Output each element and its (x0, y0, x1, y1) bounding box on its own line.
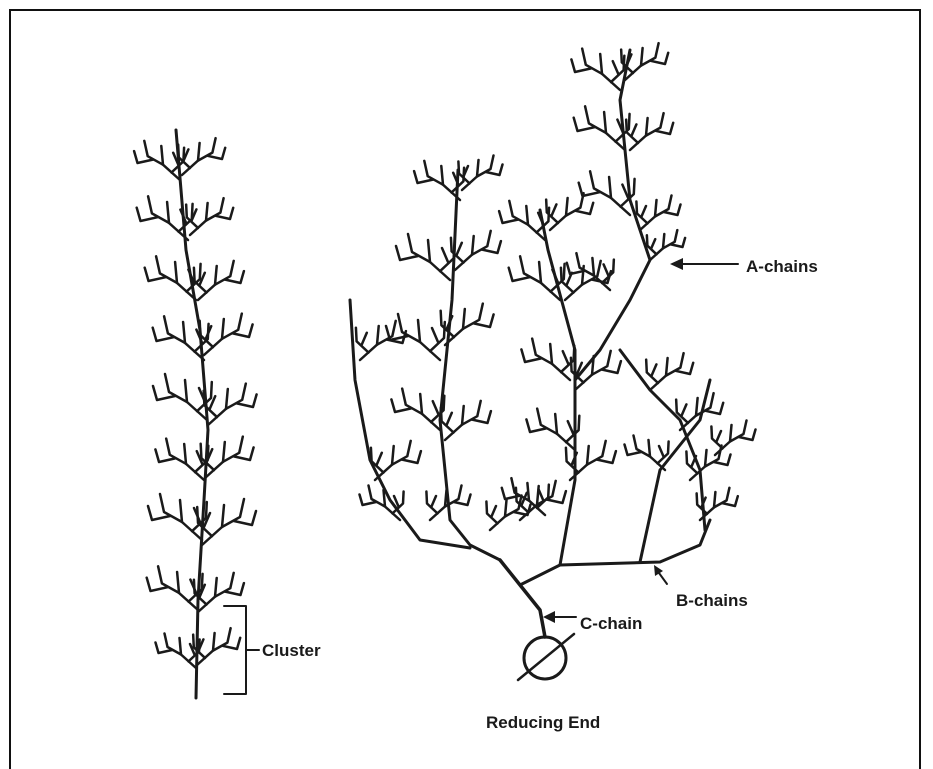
a-chain (659, 446, 664, 457)
a-chain (442, 248, 448, 262)
b-chains-arrow-line (659, 573, 667, 584)
a-chain (651, 239, 655, 248)
a-chain (632, 124, 637, 135)
a-chain (447, 413, 452, 425)
a-chain (566, 448, 579, 473)
a-chain (563, 351, 568, 364)
a-chain (642, 206, 647, 217)
reducing-end-label: Reducing End (486, 713, 600, 732)
a-chain (457, 243, 462, 255)
b-chain (440, 170, 500, 560)
b-chains-label: B-chains (676, 591, 748, 610)
a-chain (682, 404, 687, 415)
a-chain (492, 506, 497, 517)
cluster-label: Cluster (262, 641, 321, 660)
c-chain-label: C-chain (580, 614, 642, 633)
a-chain (432, 496, 437, 507)
c-chain-arrow-head (543, 611, 555, 623)
a-chain (356, 328, 369, 353)
a-chain (717, 431, 722, 442)
a-chain (552, 204, 557, 215)
a-chain (604, 264, 609, 275)
a-chain (613, 61, 618, 74)
a-chain (646, 360, 658, 383)
b-chain (520, 520, 710, 585)
a-chains-label: A-chains (746, 257, 818, 276)
b-chains-arrow-head (654, 565, 663, 576)
b-chain (620, 350, 705, 530)
annotations (224, 258, 738, 694)
b-chain (540, 210, 575, 565)
a-chain (566, 416, 579, 442)
a-chain (362, 333, 367, 345)
a-chain (433, 401, 438, 414)
a-chains-arrow-head (670, 258, 683, 270)
a-chain (432, 328, 438, 342)
a-chain (377, 453, 382, 465)
a-chain (539, 489, 544, 500)
c-chain (500, 560, 545, 637)
a-chain (652, 364, 657, 375)
branch-structures (134, 43, 755, 698)
reducing-end-symbol (518, 634, 574, 680)
a-chain (568, 421, 573, 434)
cluster-bracket (224, 606, 246, 694)
